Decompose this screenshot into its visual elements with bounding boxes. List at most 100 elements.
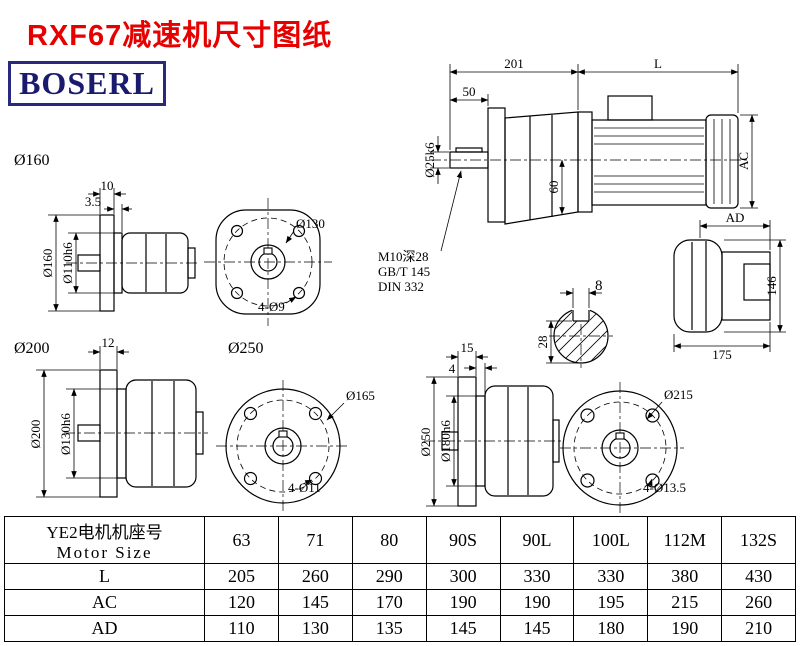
bolt-circle-200 bbox=[236, 399, 330, 493]
table-cell: 215 bbox=[647, 589, 723, 616]
motor-dimension-table: YE2电机机座号 Motor Size 63 71 80 90S 90L 100… bbox=[4, 516, 796, 642]
view-front-200: Ø165 4-Ø11 bbox=[216, 380, 375, 512]
table-row-L: L 205 260 290 300 330 330 380 430 bbox=[4, 563, 796, 590]
motor-size-col: 63 bbox=[204, 516, 279, 564]
table-cell: 145 bbox=[499, 615, 575, 642]
dim-201: 201 bbox=[504, 56, 524, 71]
dim-thickness-250: 15 bbox=[461, 340, 474, 355]
motor-size-header-en: Motor Size bbox=[56, 542, 153, 562]
dim-60: 60 bbox=[546, 181, 561, 194]
flange200-label: Ø200 bbox=[14, 340, 50, 357]
view-side-200: Ø200 Ø130h6 12 bbox=[28, 335, 208, 498]
view-front-250: Ø215 4-Ø13.5 bbox=[560, 382, 693, 514]
flange160-label: Ø160 bbox=[14, 152, 50, 169]
table-cell: 210 bbox=[721, 615, 796, 642]
dim-50: 50 bbox=[463, 84, 476, 99]
table-cell: 195 bbox=[573, 589, 649, 616]
row-label-AC: AC bbox=[4, 589, 205, 616]
table-cell: 170 bbox=[351, 589, 427, 616]
table-cell: 330 bbox=[573, 563, 649, 590]
table-cell: 120 bbox=[204, 589, 279, 616]
motor-size-header: YE2电机机座号 Motor Size bbox=[4, 516, 205, 564]
table-cell: 300 bbox=[425, 563, 501, 590]
row-label-L: L bbox=[4, 563, 205, 590]
dim-key-height: 28 bbox=[535, 336, 550, 349]
dim-holes-200: 4-Ø11 bbox=[288, 480, 321, 495]
bolt-circle-250 bbox=[573, 401, 667, 495]
gear-housing bbox=[504, 111, 579, 225]
table-cell: 145 bbox=[277, 589, 353, 616]
table-cell: 145 bbox=[425, 615, 501, 642]
note-din-standard: DIN 332 bbox=[378, 279, 424, 294]
view-side-250: Ø250 Ø180h6 15 4 bbox=[418, 340, 562, 507]
view-main-assembly: 201 L 50 Ø25k6 60 AC M10深28 GB/T 145 DIN… bbox=[378, 56, 758, 294]
table-cell: 180 bbox=[573, 615, 649, 642]
output-flange bbox=[487, 107, 506, 223]
flange-outline-200 bbox=[225, 388, 341, 504]
table-cell: 190 bbox=[425, 589, 501, 616]
dim-pilot-200: Ø130h6 bbox=[58, 413, 73, 455]
flange-outline-160 bbox=[215, 209, 321, 315]
table-cell: 290 bbox=[351, 563, 427, 590]
page-title: RXF67减速机尺寸图纸 bbox=[27, 20, 333, 52]
view-side-160: Ø160 Ø110h6 10 3.5 bbox=[40, 178, 200, 312]
motor-size-col: 132S bbox=[721, 516, 796, 564]
dim-step-160: 3.5 bbox=[85, 194, 101, 209]
dim-shaft-dia: Ø25k6 bbox=[422, 142, 437, 178]
dim-key-width: 8 bbox=[595, 278, 603, 294]
motor-size-col: 71 bbox=[277, 516, 353, 564]
table-row-AD: AD 110 130 135 145 145 180 190 210 bbox=[4, 615, 796, 642]
motor-size-col: 112M bbox=[647, 516, 723, 564]
dim-od-250: Ø250 bbox=[418, 428, 433, 457]
motor-flange bbox=[577, 111, 593, 213]
dim-AC: AC bbox=[736, 152, 751, 170]
keyway-250 bbox=[615, 432, 625, 440]
terminal-box-side bbox=[743, 263, 771, 301]
housing-200 bbox=[125, 379, 197, 488]
motor-flange-side bbox=[673, 239, 723, 333]
table-header-row: YE2电机机座号 Motor Size 63 71 80 90S 90L 100… bbox=[4, 516, 796, 564]
dim-thickness-160: 10 bbox=[101, 178, 114, 193]
dim-AD: AD bbox=[726, 210, 745, 225]
dim-holes-250: 4-Ø13.5 bbox=[643, 480, 686, 495]
motor-size-col: 90L bbox=[499, 516, 575, 564]
table-cell: 380 bbox=[647, 563, 723, 590]
table-cell: 190 bbox=[499, 589, 575, 616]
row-label-AD: AD bbox=[4, 615, 205, 642]
keyway-200 bbox=[278, 430, 288, 438]
motor-size-col: 80 bbox=[351, 516, 427, 564]
dim-pilot-160: Ø110h6 bbox=[60, 242, 75, 284]
dimension-drawing: Ø160 Ø160 Ø110h6 10 3.5 bbox=[14, 56, 786, 514]
dim-od-200: Ø200 bbox=[28, 420, 43, 449]
keyway-160 bbox=[263, 247, 273, 255]
table-cell: 190 bbox=[647, 615, 723, 642]
table-row-AC: AC 120 145 170 190 190 195 215 260 bbox=[4, 589, 796, 616]
motor-size-col: 90S bbox=[425, 516, 501, 564]
dim-thickness-200: 12 bbox=[102, 335, 115, 350]
table-cell: 330 bbox=[499, 563, 575, 590]
view-motor-side: AD 146 175 bbox=[673, 210, 786, 362]
dim-holes-160: 4-Ø9 bbox=[258, 299, 285, 314]
motor-size-header-cn: YE2电机机座号 bbox=[46, 522, 163, 542]
dim-L: L bbox=[654, 56, 662, 71]
table-cell: 430 bbox=[721, 563, 796, 590]
dim-bolt-circle-160: Ø130 bbox=[296, 216, 325, 231]
fan-cowl bbox=[705, 114, 739, 209]
note-thread: M10深28 bbox=[378, 249, 429, 264]
dim-step-250: 4 bbox=[449, 361, 456, 376]
dim-146: 146 bbox=[764, 276, 779, 296]
table-cell: 260 bbox=[721, 589, 796, 616]
dim-od-160: Ø160 bbox=[40, 249, 55, 278]
flange250-label: Ø250 bbox=[228, 340, 264, 357]
table-cell: 135 bbox=[351, 615, 427, 642]
dim-bolt-circle-200: Ø165 bbox=[346, 388, 375, 403]
shaft-key bbox=[455, 147, 483, 153]
flange-outline-250 bbox=[562, 390, 678, 506]
table-cell: 130 bbox=[277, 615, 353, 642]
section-hatching bbox=[554, 309, 608, 363]
view-key-section: 8 28 bbox=[535, 278, 613, 368]
motor-size-col: 100L bbox=[573, 516, 649, 564]
table-cell: 205 bbox=[204, 563, 279, 590]
terminal-box bbox=[607, 95, 653, 121]
brand-logo: BOSERL bbox=[8, 61, 166, 106]
